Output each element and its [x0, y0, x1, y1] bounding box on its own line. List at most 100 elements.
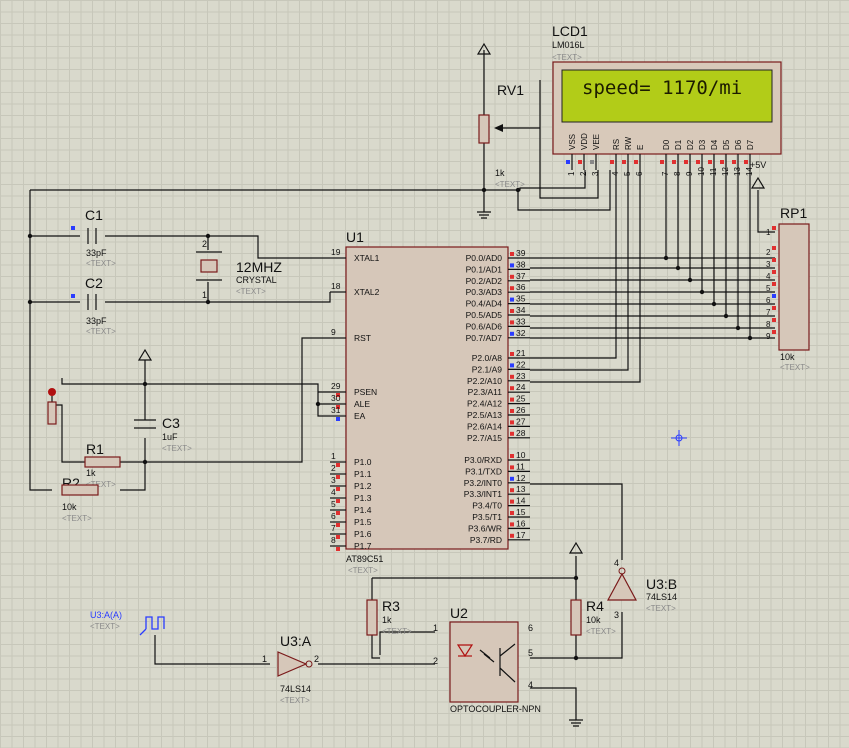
lcd-pin-number: 14 — [745, 167, 754, 176]
reset-button-component[interactable] — [47, 348, 153, 430]
pin-state-indicator — [510, 499, 514, 504]
u1-pin-name: P3.2/INT0 — [464, 478, 503, 488]
u1-component[interactable]: U1 19XTAL118XTAL29RST29PSEN30ALE31EA1P1.… — [330, 229, 530, 575]
pin-state-indicator — [510, 274, 514, 279]
lcd-pin-label: RW — [624, 136, 633, 150]
wires — [29, 50, 775, 720]
pin-state-indicator — [772, 318, 776, 322]
pin-state-indicator — [772, 270, 776, 274]
u1-pin-number: 4 — [331, 487, 336, 497]
pin-state-indicator — [510, 533, 514, 538]
r1-component[interactable]: R1 1k <TEXT> — [84, 441, 121, 489]
u3a-part: 74LS14 — [280, 684, 311, 694]
u1-pin-name: P3.0/RXD — [464, 455, 502, 465]
u3a-component[interactable]: U3:A 1 2 74LS14 <TEXT> — [262, 633, 319, 705]
pin-state-indicator — [510, 352, 514, 356]
u1-pin-number: 8 — [331, 535, 336, 545]
lcd-pin-number: 6 — [635, 171, 644, 176]
u1-pin-name: XTAL1 — [354, 253, 380, 263]
lcd-pin-label: D7 — [746, 139, 755, 150]
u1-pin-number: 29 — [331, 381, 341, 391]
u2-body — [449, 621, 519, 703]
pin-state-indicator — [510, 252, 514, 256]
lcd-pin-number: 1 — [567, 171, 576, 176]
rv1-value: 1k — [495, 168, 505, 178]
crystal-component[interactable]: 2 1 12MHZ CRYSTAL <TEXT> — [196, 239, 282, 300]
plus5v-terminal[interactable]: +5V — [750, 160, 766, 189]
u1-pin-name: P3.6/WR — [468, 523, 502, 533]
r4-component[interactable]: R4 10k <TEXT> — [568, 541, 616, 636]
u1-pin-number: 16 — [516, 518, 526, 528]
pin-state-indicator — [510, 522, 514, 527]
rv1-component[interactable]: RV1 1k <TEXT> — [476, 42, 525, 219]
r3-value: 1k — [382, 615, 392, 625]
u1-pin-name: P2.2/A10 — [467, 376, 502, 386]
u1-left-pins: 19XTAL118XTAL29RST29PSEN30ALE31EA1P1.02P… — [330, 247, 380, 551]
pin-state-indicator — [510, 386, 514, 391]
lcd-pin-label: D6 — [734, 139, 743, 150]
u1-part: AT89C51 — [346, 554, 383, 564]
u1-pin-number: 6 — [331, 511, 336, 521]
pin-state-indicator — [510, 309, 514, 313]
u1-pin-name: P3.4/T0 — [472, 501, 502, 511]
light-arrows-icon — [479, 649, 495, 663]
u1-text-tag: <TEXT> — [348, 566, 378, 575]
generator-text-tag: <TEXT> — [90, 622, 120, 631]
u1-pin-name: P2.5/A13 — [467, 410, 502, 420]
u1-pin-number: 2 — [331, 463, 336, 473]
pin-state-indicator — [510, 263, 514, 268]
crystal-text-tag: <TEXT> — [236, 287, 266, 296]
u1-pin-number: 26 — [516, 405, 526, 415]
lcd1-component[interactable]: LCD1 LM016L <TEXT> speed= 1170/mi VSS1VD… — [552, 23, 782, 176]
pin-state-indicator — [708, 160, 712, 164]
crystal-ref: 12MHZ — [236, 259, 282, 275]
u1-pin-number: 23 — [516, 371, 526, 381]
r2-component[interactable]: R2 10k <TEXT> — [61, 475, 99, 523]
u1-pin-number: 35 — [516, 294, 526, 304]
u2-pin2: 2 — [433, 656, 438, 666]
r2-body — [61, 484, 99, 496]
lcd-pin-number: 12 — [721, 167, 730, 176]
lcd1-part: LM016L — [552, 40, 585, 50]
u1-pin-name: P3.1/TXD — [465, 466, 502, 476]
u1-pin-name: P0.1/AD1 — [466, 264, 503, 274]
u1-pin-number: 36 — [516, 282, 526, 292]
pin-state-indicator — [720, 160, 724, 164]
rp1-pin-number: 1 — [766, 228, 771, 237]
pin-state-indicator — [772, 258, 776, 262]
pin-state-indicator — [336, 475, 340, 479]
u3b-ref: U3:B — [646, 576, 677, 592]
c3-component[interactable]: C3 1uF <TEXT> — [134, 415, 192, 453]
crystal-pin1: 1 — [202, 290, 207, 300]
r3-component[interactable]: R3 1k <TEXT> — [366, 598, 412, 636]
u1-pin-name: PSEN — [354, 387, 377, 397]
u3b-component[interactable]: 4 3 U3:B 74LS14 <TEXT> — [606, 558, 677, 620]
c3-text-tag: <TEXT> — [162, 444, 192, 453]
rp1-pin-number: 5 — [766, 284, 771, 293]
lcd-pin-number: 3 — [591, 171, 600, 176]
u1-pin-name: P3.7/RD — [470, 535, 502, 545]
u3b-pin-out: 4 — [614, 558, 619, 568]
u1-pin-name: P2.3/A11 — [468, 387, 503, 397]
lcd1-screen — [561, 69, 773, 123]
c1-component[interactable]: C1 33pF <TEXT> — [71, 207, 116, 268]
pin-state-indicator — [772, 226, 776, 230]
generator-component[interactable]: U3:A(A) <TEXT> — [90, 610, 165, 636]
lcd-pin-label: D2 — [686, 139, 695, 150]
pin-state-indicator — [622, 160, 626, 164]
pushbutton-actuator-icon[interactable] — [48, 388, 56, 396]
rv1-wiper-icon — [494, 124, 503, 132]
r4-ref: R4 — [586, 598, 604, 614]
lcd-pin-label: D5 — [722, 139, 731, 150]
power-terminal-icon — [476, 42, 492, 55]
u2-component[interactable]: U2 1 2 6 5 4 OPTOCOUPLER-NPN — [433, 605, 583, 727]
r4-text-tag: <TEXT> — [586, 627, 616, 636]
lcd-pin-label: RS — [612, 139, 621, 150]
pin-state-indicator — [510, 454, 514, 458]
r4-value: 10k — [586, 615, 601, 625]
u1-pin-number: 30 — [331, 393, 341, 403]
u1-pin-number: 11 — [516, 461, 525, 471]
c2-component[interactable]: C2 33pF <TEXT> — [71, 275, 116, 336]
r1-value: 1k — [86, 468, 96, 478]
